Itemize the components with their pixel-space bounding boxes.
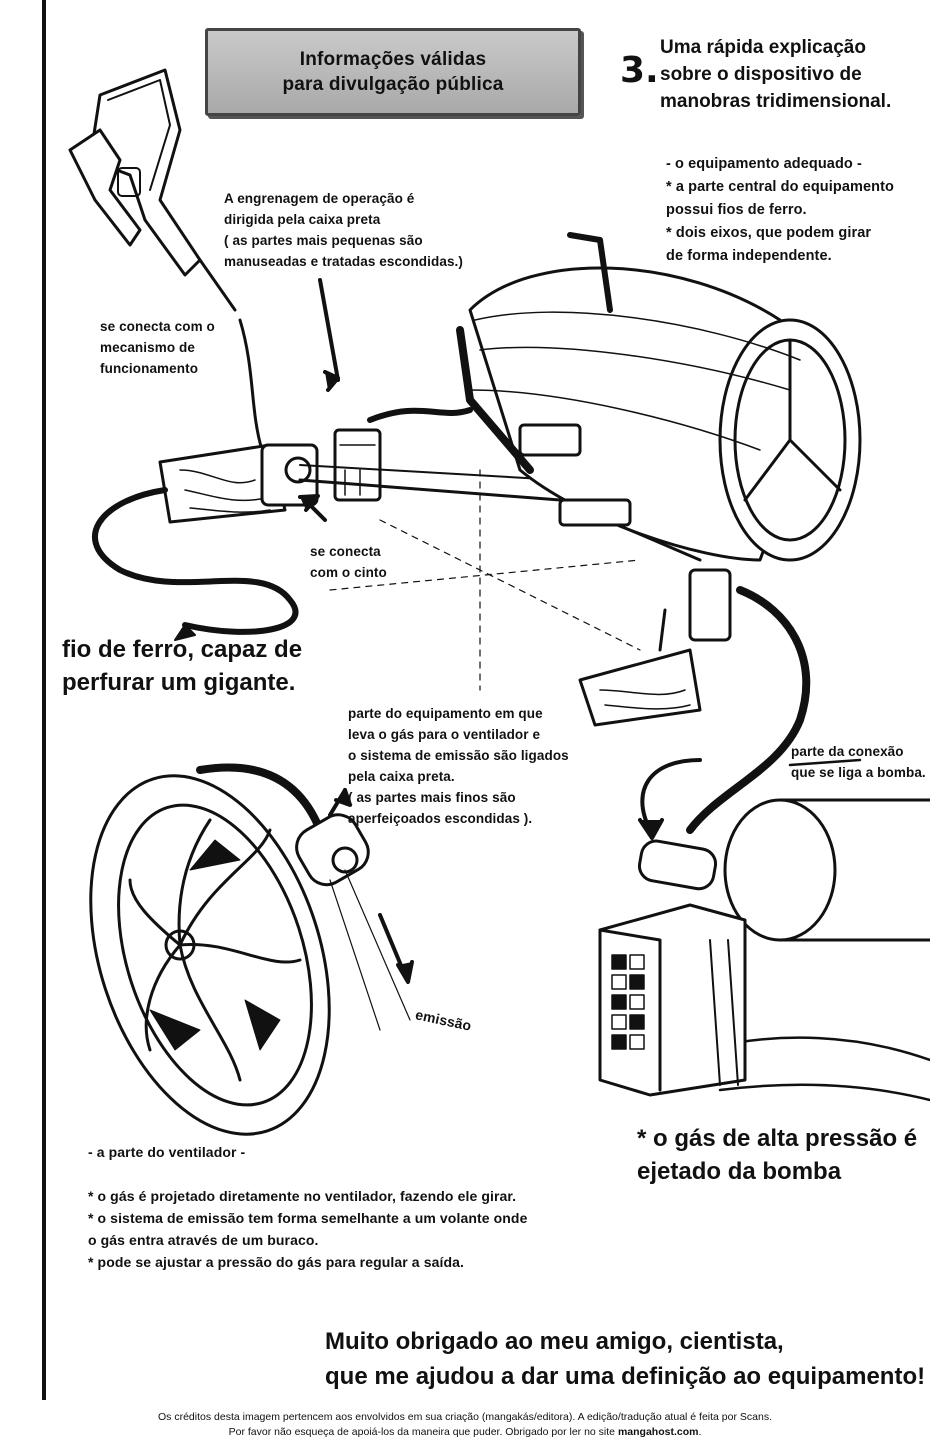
note-line: que se liga a bomba. (791, 765, 926, 780)
wire-drum-icon (367, 232, 862, 562)
caption-line: fio de ferro, capaz de (62, 636, 303, 663)
section-number: 3. (620, 50, 659, 91)
connection-note: parte da conexão que se liga a bomba. (791, 741, 926, 783)
pointer-arrows (298, 278, 862, 984)
trigger-handle-icon (68, 68, 264, 452)
caption-line: perfurar um gigante. (62, 669, 296, 696)
note-line: * o gás é projetado diretamente no venti… (88, 1188, 517, 1204)
note-line: de forma independente. (666, 248, 832, 264)
public-info-banner: Informações válidas para divulgação públ… (205, 28, 581, 116)
caption-line: ejetado da bomba (637, 1158, 842, 1185)
note-line: ( as partes mais finos são (348, 790, 516, 805)
center-guides (329, 469, 641, 691)
thanks-message: Muito obrigado ao meu amigo, cientista, … (325, 1324, 925, 1394)
fan-link-note: parte do equipamento em que leva o gás p… (348, 703, 569, 829)
note-line: A engrenagem de operação é (224, 191, 415, 206)
equipment-notes: - o equipamento adequado - * a parte cen… (666, 153, 894, 268)
site-link[interactable]: mangahost.com (617, 1426, 699, 1438)
footer-text-end: . (698, 1426, 702, 1438)
note-line: * o sistema de emissão tem forma semelha… (88, 1210, 528, 1226)
note-line (88, 1163, 527, 1185)
section-title: Uma rápida explicação sobre o dispositiv… (660, 34, 891, 115)
note-line: - o equipamento adequado - (666, 156, 862, 172)
note-line: se conecta com o (100, 319, 215, 334)
thanks-line: Muito obrigado ao meu amigo, cientista, (325, 1328, 784, 1355)
caption-line: * o gás de alta pressão é (637, 1125, 918, 1152)
credits-footer: Os créditos desta imagem pertencem aos e… (0, 1410, 930, 1440)
note-line: ( as partes mais pequenas são (224, 233, 423, 248)
note-line: manuseadas e tratadas escondidas.) (224, 254, 463, 269)
note-line: leva o gás para o ventilador e (348, 727, 541, 742)
banner-line-2: para divulgação pública (282, 74, 504, 95)
gas-caption: * o gás de alta pressão é ejetado da bom… (637, 1122, 917, 1188)
note-line: parte da conexão (791, 744, 904, 759)
fan-icon (89, 763, 411, 1136)
note-line: * a parte central do equipamento (666, 179, 894, 195)
thanks-line: que me ajudou a dar uma definição ao equ… (325, 1363, 926, 1390)
page-border (42, 0, 46, 1400)
note-line: dirigida pela caixa preta (224, 212, 381, 227)
gear-note: A engrenagem de operação é dirigida pela… (224, 188, 463, 272)
iron-wire-caption: fio de ferro, capaz de perfurar um gigan… (62, 633, 302, 699)
note-line: se conecta (310, 544, 381, 559)
banner-line-1: Informações válidas (299, 49, 487, 70)
note-line: * pode se ajustar a pressão do gás para … (88, 1254, 464, 1270)
note-line: parte do equipamento em que (348, 706, 543, 721)
note-line: - a parte do ventilador - (88, 1144, 246, 1160)
footer-line-1: Os créditos desta imagem pertencem aos e… (158, 1411, 772, 1423)
note-line: aperfeiçoados escondidas ). (348, 811, 533, 826)
belt-note: se conecta com o cinto (310, 541, 387, 583)
note-line: pela caixa preta. (348, 769, 455, 784)
fan-notes: - a parte do ventilador - * o gás é proj… (88, 1141, 527, 1273)
left-grip-icon (158, 428, 702, 562)
note-line: o sistema de emissão são ligados (348, 748, 569, 763)
note-line: * dois eixos, que podem girar (666, 225, 872, 241)
footer-line-2: Por favor não esqueça de apoiá-los da ma… (0, 1425, 930, 1440)
footer-text: Por favor não esqueça de apoiá-los da ma… (228, 1426, 618, 1438)
note-line: o gás entra através de um buraco. (88, 1232, 319, 1248)
note-line: possui fios de ferro. (666, 202, 807, 218)
note-line: funcionamento (100, 361, 199, 376)
right-grip-icon (578, 568, 811, 834)
section-title-line: sobre o dispositivo de (660, 64, 862, 85)
note-line: com o cinto (310, 565, 387, 580)
mechanism-note: se conecta com o mecanismo de funcioname… (100, 316, 215, 379)
section-title-line: Uma rápida explicação (660, 37, 866, 58)
note-line: mecanismo de (100, 340, 195, 355)
section-title-line: manobras tridimensional. (660, 91, 892, 112)
gas-pump-icon (598, 798, 930, 1102)
iron-wire-icon (92, 487, 299, 635)
